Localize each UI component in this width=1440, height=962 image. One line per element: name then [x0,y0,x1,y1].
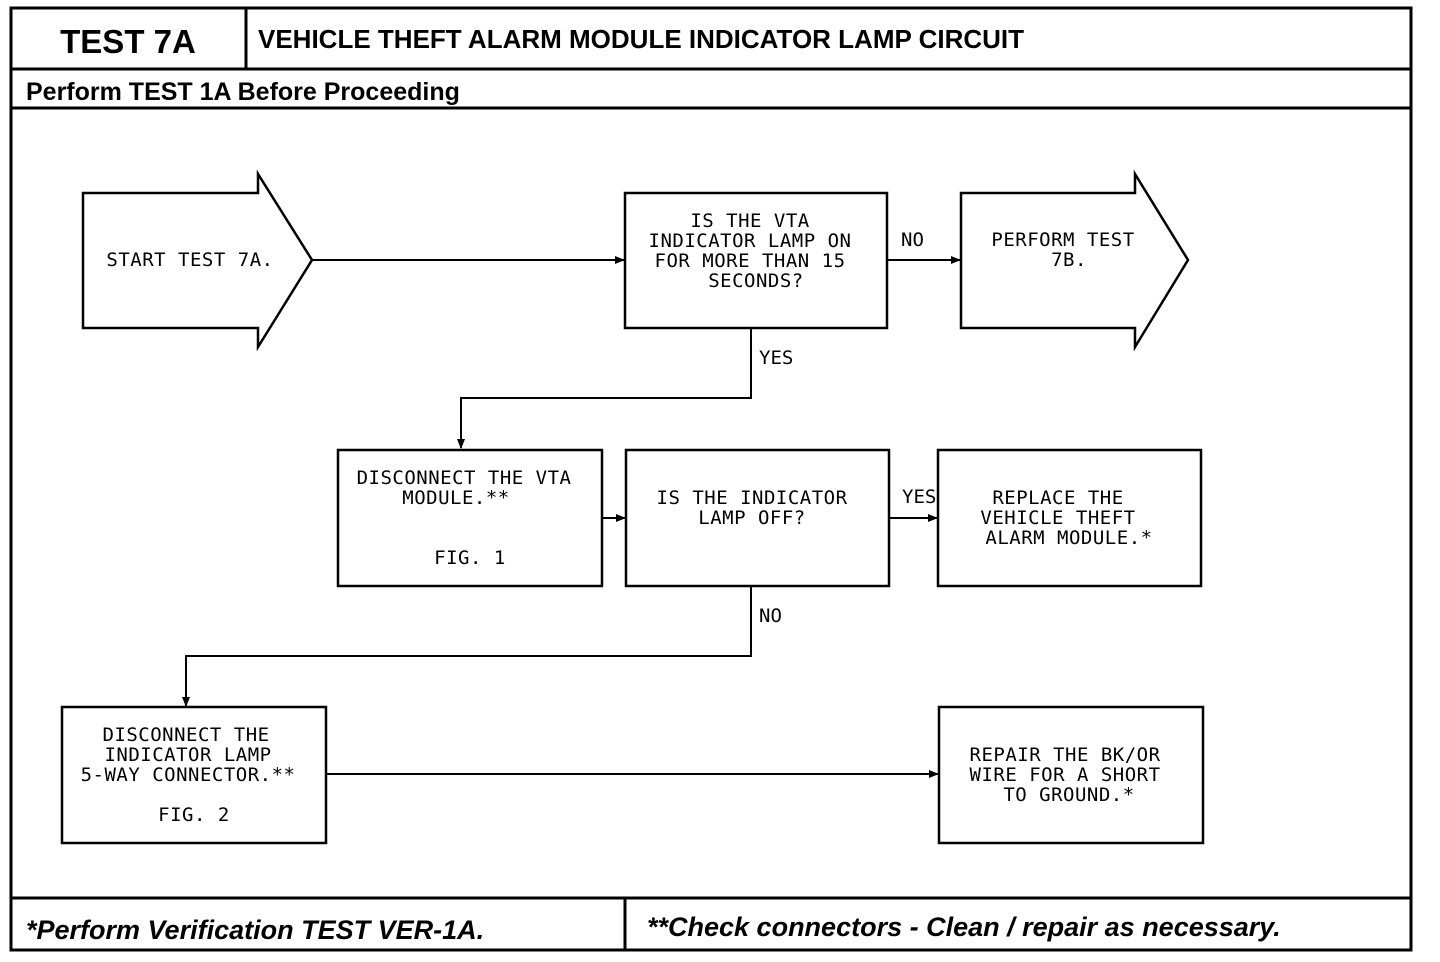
footer-left-note: *Perform Verification TEST VER-1A. [26,915,484,945]
page-title: VEHICLE THEFT ALARM MODULE INDICATOR LAM… [258,24,1024,54]
start-arrow-shape [81,169,314,352]
footer-right-note: **Check connectors - Clean / repair as n… [647,912,1281,942]
disconnect-vta-box [336,448,604,588]
connector-q2-no [182,586,752,707]
replace-module-text: REPLACE THE VEHICLE THEFT ALARM MODULE.* [980,487,1152,549]
replace-module-box [936,448,1203,588]
disconnect-lamp-box [60,705,328,845]
q1-no-label: NO [901,229,924,251]
outer-border [9,6,1413,952]
start-text: START TEST 7A. [106,249,273,271]
q2-text: IS THE INDICATOR LAMP OFF? [657,487,860,529]
repair-wire-box [937,705,1205,845]
page-subtitle: Perform TEST 1A Before Proceeding [26,78,460,106]
perform-7b-arrow-shape [959,169,1190,352]
q2-yes-label: YES [902,486,936,508]
test-id: TEST 7A [60,23,196,60]
disconnect-vta-text: DISCONNECT THE VTA MODULE.** FIG. 1 [357,467,584,569]
q1-yes-label: YES [759,347,793,369]
disconnect-lamp-text: DISCONNECT THE INDICATOR LAMP 5-WAY CONN… [81,724,308,826]
q2-no-label: NO [759,605,782,627]
q1-box [623,191,889,330]
connector-q1-yes [457,328,752,449]
q1-text: IS THE VTA INDICATOR LAMP ON FOR MORE TH… [649,210,864,292]
perform-7b-text: PERFORM TEST 7B. [991,229,1146,271]
repair-wire-text: REPAIR THE BK/OR WIRE FOR A SHORT TO GRO… [970,744,1173,806]
q2-box [624,448,891,588]
